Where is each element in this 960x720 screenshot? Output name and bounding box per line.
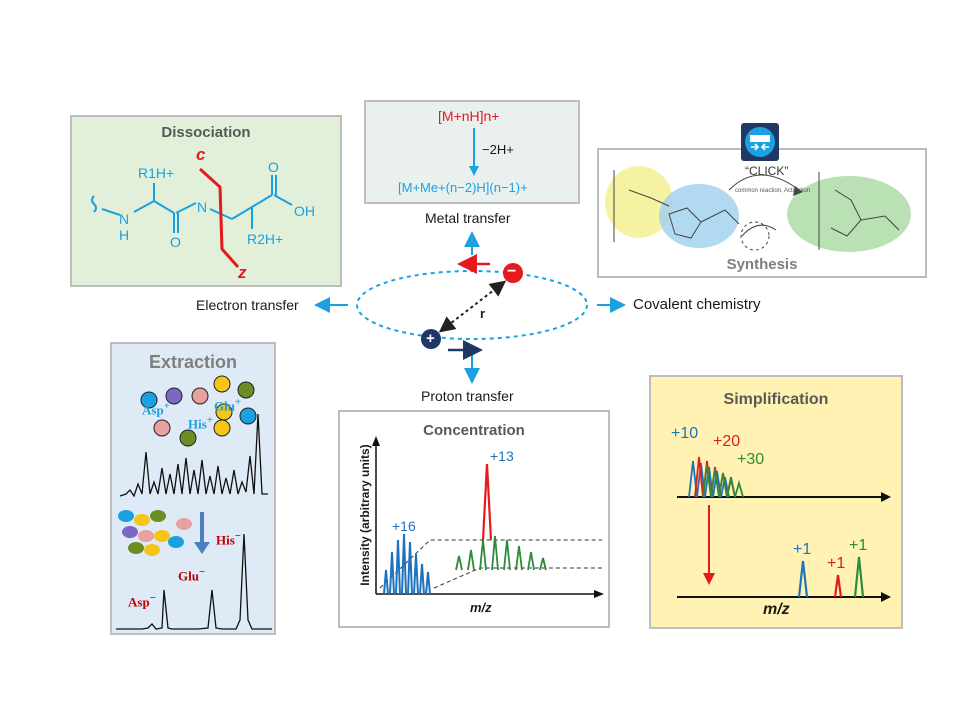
metal-transfer-panel: [M+nH]n+ −2H+ [M+Me+(n−2)H](n−1)+ [364, 100, 580, 204]
asp-anion-label: Asp− [128, 592, 156, 610]
simplification-ann-1-blue: +1 [793, 541, 812, 558]
extraction-spectrum-top [119, 413, 268, 498]
glu-anion-label: Glu− [178, 566, 205, 584]
covalent-chemistry-label: Covalent chemistry [633, 296, 761, 313]
his-cation-charge: + [206, 414, 213, 426]
click-label: “CLICK” [745, 164, 789, 178]
synthesis-title: Synthesis [726, 256, 798, 273]
glu-cation-text: Glu [214, 398, 235, 414]
his-anion-text: His [216, 532, 235, 548]
asp-anion-text: Asp [128, 594, 150, 610]
synthesis-panel: “CLICK” common reaction, Activation Synt… [597, 148, 927, 278]
concentration-xlabel: m/z [470, 600, 492, 615]
simplification-panel: Simplification +10 +20 +30 +1 +1 +1 m/z [649, 375, 903, 629]
peptide-structure [91, 167, 293, 268]
dissociation-title: Dissociation [161, 124, 251, 141]
simplification-ann-30: +30 [737, 451, 765, 468]
concentration-peaks-green [455, 535, 547, 571]
asp-cation-charge: + [163, 400, 170, 412]
backbone-n-label: N [197, 199, 208, 215]
synthesis-graphic [605, 166, 911, 252]
cation-sign: + [426, 330, 435, 347]
orbit-ellipse [356, 270, 588, 340]
extraction-title: Extraction [148, 352, 238, 372]
amide-h-label: H [119, 227, 130, 243]
bottom-peak-green [853, 556, 865, 598]
his-anion-charge: − [234, 530, 241, 542]
envelope-dashed-top [379, 539, 602, 589]
carbonyl-o-label: O [170, 234, 181, 250]
metal-mid-formula: −2H+ [482, 142, 514, 157]
concentration-ann-16: +16 [392, 518, 416, 534]
simplification-title: Simplification [723, 391, 829, 408]
his-cation-text: His [188, 416, 207, 432]
concentration-title: Concentration [423, 422, 525, 439]
extraction-panel: Extraction [110, 342, 276, 635]
asp-anion-charge: − [149, 592, 156, 604]
r2h-label: R2H+ [247, 231, 284, 247]
metal-arrow [469, 128, 479, 176]
anion-sign: − [507, 263, 517, 280]
cation-circle [421, 329, 441, 349]
concentration-peak-red [481, 463, 493, 541]
c-ion-label: c [196, 145, 206, 164]
asp-cation-text: Asp [142, 402, 164, 418]
metal-bottom-formula: [M+Me+(n−2)H](n−1)+ [398, 180, 528, 195]
metal-top-formula: [M+nH]n+ [438, 108, 500, 124]
extraction-graphic [116, 375, 272, 630]
click-chemistry-icon [741, 123, 779, 161]
distance-label: r [480, 306, 486, 321]
acid-o-label: O [268, 159, 279, 175]
simplification-ann-1-red: +1 [827, 555, 846, 572]
simplification-ann-1-green: +1 [849, 537, 868, 554]
anion-circle [503, 263, 523, 283]
simplification-xlabel: m/z [763, 601, 790, 618]
acid-oh-label: OH [294, 203, 315, 219]
dissociation-panel: Dissociation c z R1H+ R2H+ N H O N O OH [70, 115, 342, 287]
distance-arrow [438, 280, 507, 333]
simplification-chart [677, 456, 891, 602]
extraction-spectrum-bottom [116, 533, 272, 630]
top-peaks-green [702, 464, 744, 498]
ion-cluster-top [140, 375, 257, 447]
envelope-dashed-bottom [433, 567, 602, 589]
glu-cation-charge: + [234, 396, 242, 408]
neutral-molecules [118, 510, 192, 556]
glu-cation-label: Glu+ [214, 396, 241, 414]
simplification-ann-20: +20 [713, 433, 741, 450]
glu-anion-charge: − [198, 566, 206, 578]
concentration-ann-13: +13 [490, 448, 514, 464]
electron-transfer-label: Electron transfer [196, 297, 299, 313]
bottom-peak-red [833, 574, 843, 598]
concentration-panel: Concentration [338, 410, 610, 628]
metal-transfer-label: Metal transfer [425, 210, 511, 226]
bottom-peak-blue [797, 560, 809, 598]
concentration-ylabel: Intensity (arbitrary units) [358, 444, 372, 586]
r1h-label: R1H+ [138, 165, 175, 181]
asp-cation-label: Asp+ [142, 400, 170, 418]
concentration-peaks-blue [383, 533, 431, 595]
simplification-ann-10: +10 [671, 425, 699, 442]
z-ion-label: z [238, 263, 247, 282]
his-cation-label: His+ [188, 414, 213, 432]
his-anion-label: His− [216, 530, 241, 548]
proton-transfer-label: Proton transfer [421, 388, 514, 404]
glu-anion-text: Glu [178, 568, 199, 584]
amide-n-label: N [119, 211, 130, 227]
concentration-chart [372, 436, 604, 598]
click-arc-text: common reaction, Activation [735, 188, 811, 194]
